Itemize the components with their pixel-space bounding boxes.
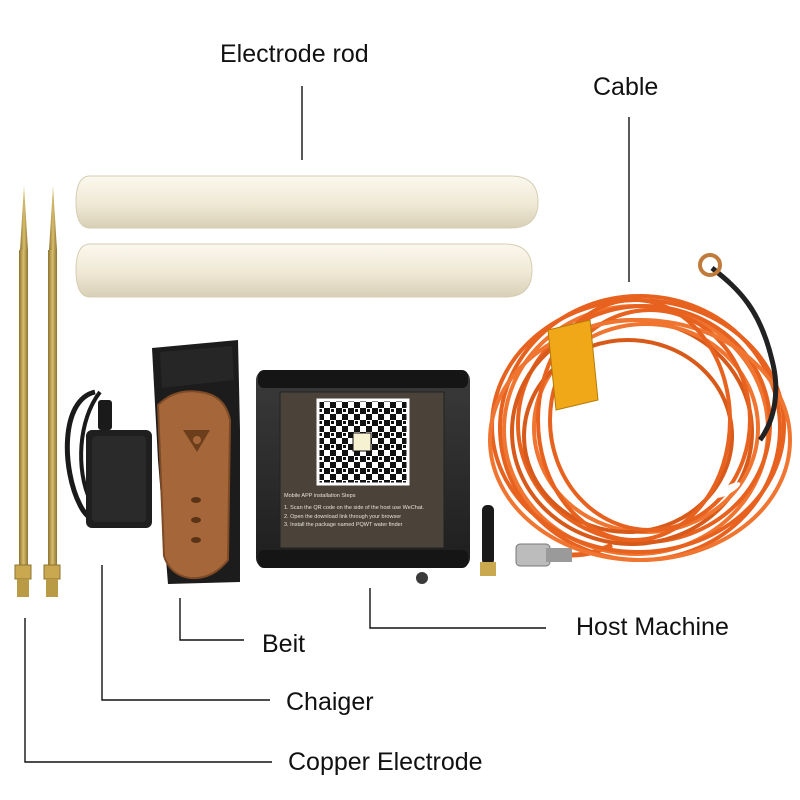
electrode-rod-top xyxy=(75,175,539,229)
belt-leather xyxy=(156,390,232,580)
label-charger: Chaiger xyxy=(286,688,374,716)
label-belt: Beit xyxy=(262,630,306,658)
electrode-rod-bottom xyxy=(75,243,533,298)
label-cable: Cable xyxy=(593,73,659,101)
copper-electrodes xyxy=(14,186,61,597)
host-panel-step: 1. Scan the QR code on the side of the h… xyxy=(284,504,424,511)
host-panel-title: Mobile APP installation Steps xyxy=(284,493,356,499)
cable-tag xyxy=(547,319,599,411)
copper-electrode-right xyxy=(43,186,61,597)
host-panel-step: 2. Open the download link through your b… xyxy=(284,513,402,520)
label-electrode-rod: Electrode rod xyxy=(220,40,369,68)
label-copper-electrode: Copper Electrode xyxy=(288,748,483,776)
cable-coil xyxy=(488,294,792,562)
belt xyxy=(152,340,240,584)
cable-lead xyxy=(698,253,779,498)
antenna xyxy=(480,505,496,576)
copper-electrode-left xyxy=(14,186,32,597)
electrode-rods xyxy=(75,175,539,298)
host-panel-text: Mobile APP installation Steps 1. Scan th… xyxy=(284,492,444,530)
charger xyxy=(64,389,152,528)
label-host-machine: Host Machine xyxy=(576,613,729,641)
cable-connector xyxy=(515,542,613,567)
host-machine xyxy=(256,370,470,584)
leader-lines xyxy=(24,86,630,763)
host-panel-step: 3. Install the package named PQWT water … xyxy=(284,522,403,529)
